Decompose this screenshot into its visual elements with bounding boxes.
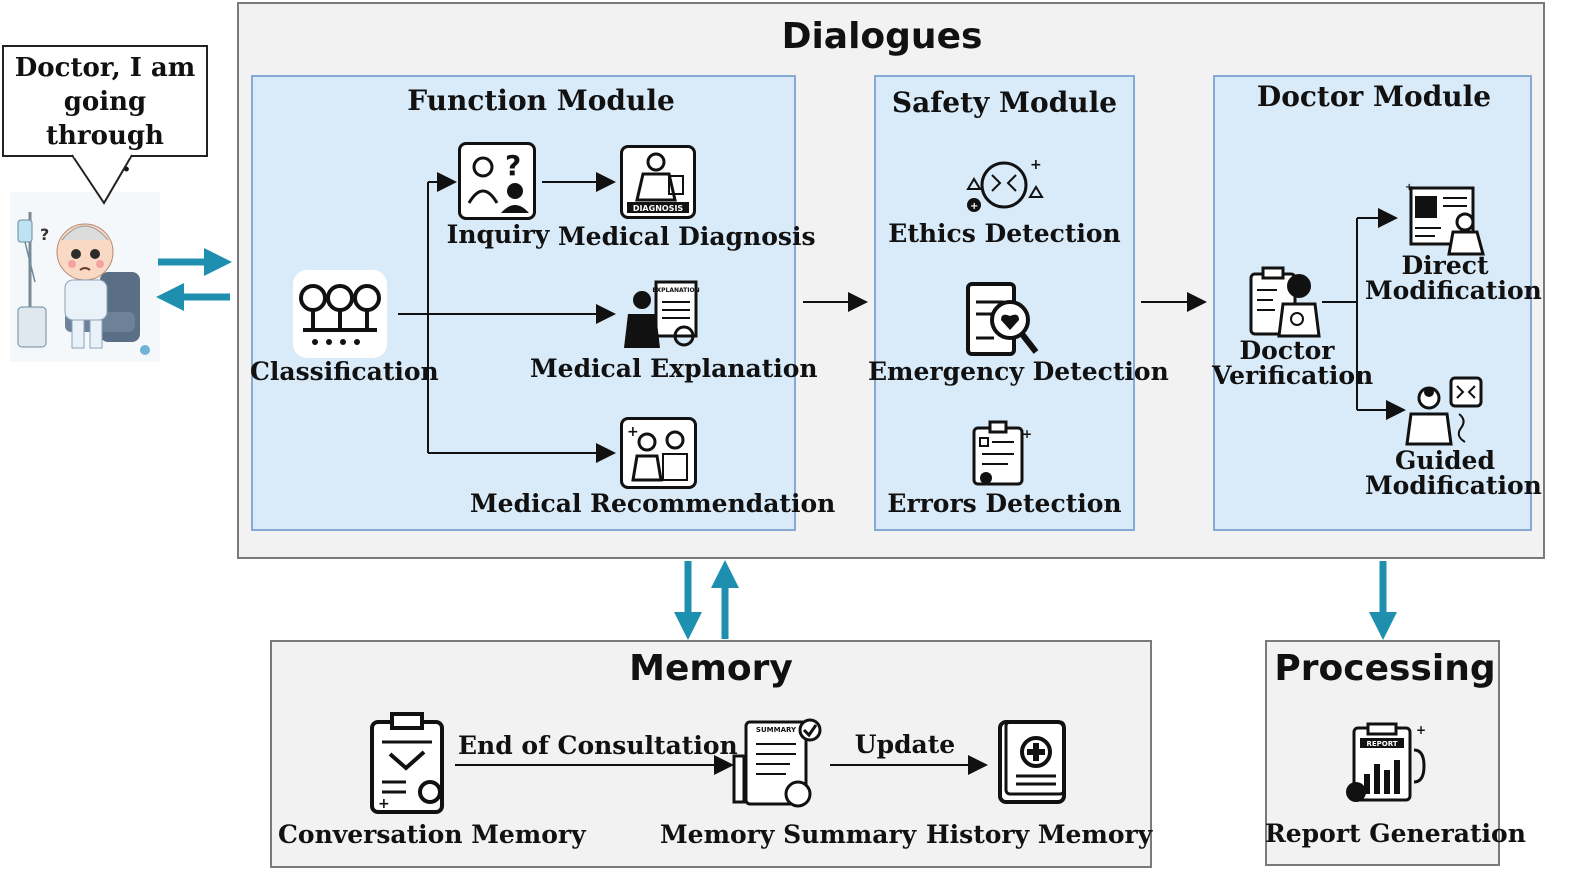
ethics-detection-label: Ethics Detection: [888, 219, 1121, 248]
dialogues-title: Dialogues: [781, 16, 983, 57]
svg-text:+: +: [378, 796, 390, 812]
update-label: Update: [854, 730, 956, 759]
memory-summary-label: Memory Summary: [660, 820, 917, 849]
direct-modification-icon: +: [1405, 182, 1487, 256]
memory-summary-icon: SUMMARY: [732, 716, 828, 812]
explanation-badge-text: EXPLANATION: [652, 287, 699, 294]
diagnosis-badge-text: DIAGNOSIS: [633, 204, 684, 213]
processing-title: Processing: [1274, 648, 1496, 689]
classification-label: Classification: [250, 357, 439, 386]
medical-diagnosis-icon: DIAGNOSIS: [620, 145, 696, 219]
report-generation-icon: REPORT +: [1340, 720, 1426, 806]
patient-illustration-icon: ?: [10, 192, 160, 362]
speech-bubble-tail: [71, 154, 133, 205]
svg-text:+: +: [970, 201, 978, 212]
doctor-branch-lines: [1322, 218, 1358, 410]
svg-text:?: ?: [505, 149, 521, 182]
safety-module-title: Safety Module: [891, 86, 1118, 119]
speech-line-1: Doctor, I am: [14, 53, 196, 83]
end-of-consultation-label: End of Consultation: [458, 731, 738, 760]
medical-diagnosis-label: Medical Diagnosis: [558, 222, 816, 251]
doctor-verification-label: Doctor Verification: [1212, 336, 1374, 390]
svg-text:?: ?: [40, 225, 49, 244]
guided-modification-label: Guided Modification: [1365, 446, 1542, 500]
classification-icon: [293, 270, 387, 358]
svg-text:+: +: [1405, 182, 1413, 193]
summary-badge-text: SUMMARY: [756, 726, 797, 734]
doctor-verification-line2: Verification: [1212, 361, 1374, 390]
direct-modification-line2: Modification: [1365, 276, 1542, 305]
doctor-verification-line1: Doctor: [1239, 336, 1335, 365]
medical-recommendation-label: Medical Recommendation: [470, 489, 836, 518]
guided-modification-line2: Modification: [1365, 471, 1542, 500]
inquiry-icon: ?: [458, 142, 536, 220]
report-badge-text: REPORT: [1366, 740, 1397, 748]
doctor-verification-icon: [1247, 264, 1323, 338]
svg-text:+: +: [627, 424, 639, 440]
function-module-title: Function Module: [407, 84, 675, 117]
errors-detection-icon: +: [968, 418, 1036, 490]
conversation-memory-label: Conversation Memory: [278, 820, 586, 849]
speech-line-2: going through: [46, 86, 164, 151]
errors-detection-label: Errors Detection: [887, 489, 1122, 518]
ethics-detection-icon: + +: [964, 155, 1044, 217]
history-memory-label: History Memory: [926, 820, 1153, 849]
conversation-memory-icon: +: [366, 710, 452, 816]
history-memory-icon: [996, 718, 1068, 808]
svg-text:+: +: [1022, 427, 1032, 441]
memory-title: Memory: [629, 648, 793, 689]
svg-text:+: +: [1416, 723, 1426, 737]
classification-branch-lines: [398, 182, 429, 453]
emergency-detection-label: Emergency Detection: [868, 357, 1169, 386]
medical-explanation-icon: EXPLANATION: [622, 280, 700, 350]
svg-text:+: +: [1030, 157, 1042, 173]
inquiry-label: Inquiry: [446, 220, 550, 249]
medical-explanation-label: Medical Explanation: [530, 354, 818, 383]
guided-modification-line1: Guided: [1395, 446, 1495, 475]
report-generation-label: Report Generation: [1265, 819, 1526, 848]
direct-modification-line1: Direct: [1401, 251, 1489, 280]
emergency-detection-icon: [964, 280, 1040, 360]
medical-recommendation-icon: +: [620, 417, 697, 489]
direct-modification-label: Direct Modification: [1365, 251, 1542, 305]
doctor-module-title: Doctor Module: [1256, 80, 1492, 113]
guided-modification-icon: [1405, 376, 1485, 446]
